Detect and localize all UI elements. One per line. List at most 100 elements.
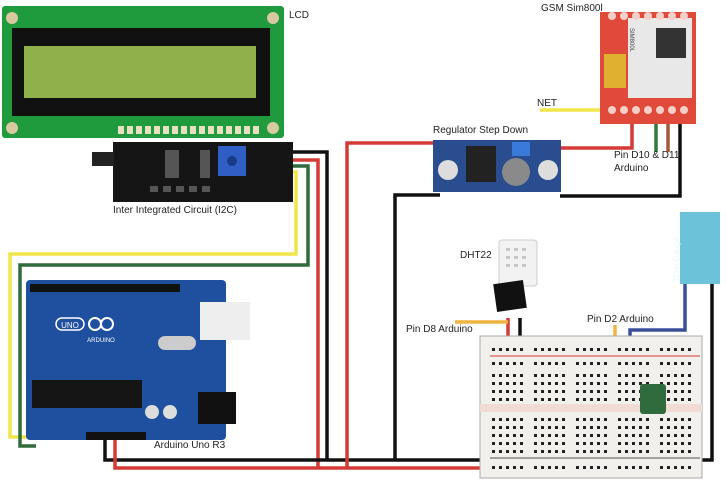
breadboard-hole: [618, 374, 621, 377]
breadboard-hole: [590, 390, 593, 393]
breadboard-hole: [625, 418, 628, 421]
breadboard-hole: [667, 434, 670, 437]
gsm-module: [600, 12, 696, 124]
breadboard-hole: [625, 390, 628, 393]
breadboard-hole: [562, 390, 565, 393]
dht22-label: DHT22: [460, 250, 492, 261]
breadboard-hole: [660, 426, 663, 429]
breadboard-hole: [576, 390, 579, 393]
breadboard-hole: [562, 362, 565, 365]
breadboard-hole: [576, 362, 579, 365]
breadboard-hole: [555, 418, 558, 421]
breadboard-hole: [632, 426, 635, 429]
breadboard-hole: [583, 466, 586, 469]
i2c-module: [92, 142, 293, 202]
breadboard-hole: [583, 374, 586, 377]
breadboard-hole: [639, 374, 642, 377]
breadboard-hole: [499, 390, 502, 393]
breadboard-hole: [541, 442, 544, 445]
breadboard-hole: [562, 442, 565, 445]
breadboard-hole: [625, 434, 628, 437]
breadboard-hole: [597, 442, 600, 445]
breadboard-hole: [520, 390, 523, 393]
breadboard-hole: [688, 374, 691, 377]
breadboard-hole: [688, 434, 691, 437]
breadboard-hole: [534, 418, 537, 421]
breadboard-hole: [639, 434, 642, 437]
breadboard-hole: [632, 362, 635, 365]
breadboard-hole: [639, 466, 642, 469]
breadboard-hole: [506, 362, 509, 365]
breadboard-hole: [576, 348, 579, 351]
breadboard-hole: [520, 362, 523, 365]
breadboard-hole: [688, 362, 691, 365]
breadboard-hole: [492, 450, 495, 453]
wire-black-i2c-gnd: [293, 150, 329, 460]
breadboard-hole: [646, 426, 649, 429]
breadboard-hole: [506, 390, 509, 393]
breadboard-hole: [688, 466, 691, 469]
breadboard-hole: [583, 418, 586, 421]
breadboard-hole: [604, 466, 607, 469]
breadboard-hole: [534, 348, 537, 351]
breadboard-hole: [576, 450, 579, 453]
breadboard-hole: [597, 398, 600, 401]
breadboard-hole: [646, 434, 649, 437]
breadboard-hole: [513, 374, 516, 377]
breadboard-hole: [597, 390, 600, 393]
breadboard-hole: [541, 348, 544, 351]
breadboard-hole: [555, 382, 558, 385]
breadboard-hole: [660, 466, 663, 469]
breadboard-hole: [674, 466, 677, 469]
breadboard-hole: [618, 466, 621, 469]
breadboard-hole: [506, 418, 509, 421]
breadboard-hole: [492, 442, 495, 445]
breadboard-hole: [681, 362, 684, 365]
breadboard-hole: [499, 362, 502, 365]
breadboard-hole: [618, 348, 621, 351]
breadboard-hole: [506, 466, 509, 469]
breadboard-hole: [562, 426, 565, 429]
breadboard-hole: [541, 434, 544, 437]
breadboard-hole: [576, 374, 579, 377]
wire-black-arduino-gnd: [103, 440, 490, 462]
breadboard-hole: [688, 390, 691, 393]
breadboard-hole: [576, 426, 579, 429]
pin-d2-label: Pin D2 Arduino: [587, 314, 654, 325]
breadboard-hole: [506, 426, 509, 429]
breadboard-hole: [534, 466, 537, 469]
breadboard-hole: [674, 450, 677, 453]
breadboard-hole: [590, 348, 593, 351]
breadboard-hole: [604, 426, 607, 429]
breadboard-hole: [555, 398, 558, 401]
breadboard-hole: [492, 382, 495, 385]
breadboard-hole: [548, 390, 551, 393]
breadboard-hole: [667, 374, 670, 377]
breadboard-hole: [632, 348, 635, 351]
breadboard-hole: [499, 442, 502, 445]
dht22-sensor: [493, 239, 538, 312]
lcd-header-pins: [118, 126, 259, 134]
breadboard-hole: [541, 374, 544, 377]
wire-red-arduino-5v: [113, 440, 490, 470]
breadboard-hole: [590, 398, 593, 401]
breadboard-hole: [562, 418, 565, 421]
breadboard-hole: [590, 382, 593, 385]
breadboard-hole: [520, 398, 523, 401]
breadboard-hole: [618, 362, 621, 365]
breadboard-hole: [625, 362, 628, 365]
breadboard-hole: [562, 434, 565, 437]
breadboard-hole: [520, 348, 523, 351]
breadboard-hole: [674, 390, 677, 393]
breadboard-hole: [590, 434, 593, 437]
breadboard-hole: [590, 418, 593, 421]
breadboard-hole: [681, 390, 684, 393]
breadboard-hole: [674, 426, 677, 429]
breadboard-hole: [688, 442, 691, 445]
breadboard-hole: [681, 398, 684, 401]
breadboard-hole: [492, 348, 495, 351]
breadboard-hole: [534, 390, 537, 393]
breadboard-hole: [597, 382, 600, 385]
breadboard-hole: [492, 390, 495, 393]
breadboard-hole: [534, 382, 537, 385]
